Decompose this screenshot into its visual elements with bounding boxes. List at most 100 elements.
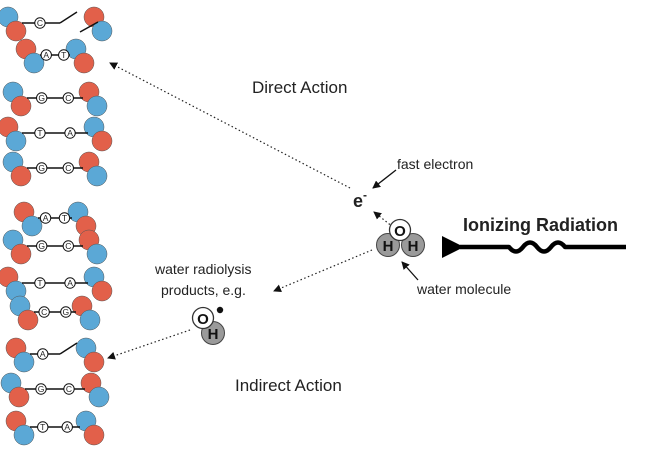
nucleotide-base-circle — [64, 277, 76, 289]
electron-letter: e — [353, 191, 363, 211]
backbone-bead — [23, 52, 45, 74]
nucleotide-base-label: T — [37, 278, 42, 288]
fast-electron-pointer — [372, 169, 397, 189]
nucleotide-base-label: A — [67, 128, 73, 138]
nucleotide-base-circle — [40, 49, 52, 61]
nucleotide-base-circle — [37, 348, 49, 360]
fast-electron-label: fast electron — [397, 156, 473, 172]
ionizing-radiation-arrow — [442, 236, 626, 258]
ionizing-radiation-label: Ionizing Radiation — [463, 215, 618, 235]
radical-oxygen-symbol: O — [197, 311, 209, 328]
backbone-bead — [91, 280, 113, 302]
broken-strand-line — [59, 342, 78, 355]
backbone-bead — [5, 130, 27, 152]
backbone-bead — [83, 424, 105, 446]
backbone-bead — [13, 424, 35, 446]
backbone-bead — [10, 165, 32, 187]
radiolysis-label-line2: products, e.g. — [161, 282, 246, 298]
water-oxygen-symbol: O — [394, 223, 406, 240]
water-molecule: O H H — [376, 218, 425, 257]
nucleotide-base-label: A — [43, 50, 49, 60]
radiolysis-arrow — [273, 249, 373, 292]
water-hydrogen-left-atom — [376, 233, 400, 257]
nucleotide-base-label: T — [40, 422, 45, 432]
nucleotide-base-circle — [34, 17, 46, 29]
water-hydrogen-right-symbol: H — [408, 238, 419, 255]
nucleotide-base-circle — [34, 277, 46, 289]
nucleotide-base-label: T — [37, 128, 42, 138]
nucleotide-base-circle — [36, 92, 48, 104]
nucleotide-base-label: C — [41, 307, 47, 317]
backbone-bead — [86, 243, 108, 265]
backbone-bead — [83, 351, 105, 373]
radiolysis-label-line1: water radiolysis — [154, 261, 251, 277]
nucleotide-base-circle — [39, 212, 52, 224]
nucleotide-base-circle — [38, 306, 50, 318]
backbone-bead — [91, 20, 113, 42]
direct-action-arrow — [109, 62, 351, 189]
radical-oxygen-atom — [191, 306, 215, 330]
nucleotide-base-circle — [34, 127, 46, 139]
water-molecule-pointer — [401, 261, 419, 281]
nucleotide-base-label: C — [65, 241, 71, 251]
strand-break-mark — [79, 21, 99, 33]
nucleotide-base-circle — [36, 162, 48, 174]
electron-symbol: e- — [353, 188, 367, 211]
nucleotide-base-label: C — [65, 93, 71, 103]
nucleotide-base-label: C — [65, 163, 71, 173]
backbone-bead — [91, 130, 113, 152]
nucleotide-base-label: A — [40, 349, 46, 359]
water-molecule-label: water molecule — [416, 281, 511, 297]
backbone-bead — [73, 52, 95, 74]
nucleotide-base-circle — [62, 240, 75, 252]
nucleotide-base-label: T — [61, 50, 66, 60]
nucleotide-base-label: G — [38, 384, 45, 394]
nucleotide-base-circle — [63, 383, 75, 395]
backbone-bead — [10, 95, 32, 117]
backbone-bead — [88, 386, 110, 408]
nucleotide-base-label: A — [67, 278, 73, 288]
water-hydrogen-left-symbol: H — [383, 238, 394, 255]
backbone-bead — [86, 165, 108, 187]
electron-charge: - — [363, 188, 367, 202]
nucleotide-base-circle — [62, 92, 75, 104]
indirect-action-arrow — [107, 329, 191, 360]
water-hydrogen-right-atom — [401, 233, 425, 257]
nucleotide-base-circle — [61, 421, 73, 433]
backbone-bead — [13, 351, 35, 373]
hydroxyl-radical: O H — [191, 306, 225, 345]
backbone-bead — [8, 386, 30, 408]
nucleotide-base-circle — [37, 421, 49, 433]
backbone-bead — [5, 20, 27, 42]
backbone-bead — [10, 243, 32, 265]
nucleotide-base-circle — [64, 127, 76, 139]
nucleotide-base-label: G — [38, 241, 45, 251]
nucleotide-base-label: T — [62, 213, 67, 223]
nucleotide-base-label: C — [37, 18, 43, 28]
indirect-action-label: Indirect Action — [235, 376, 342, 395]
radical-hydrogen-symbol: H — [208, 326, 219, 343]
backbone-bead — [86, 95, 108, 117]
dna-double-helix: C A T G C T A G C A T G C T A C G A G C T A — [0, 6, 113, 446]
backbone-bead — [17, 309, 39, 331]
radical-dot — [216, 306, 224, 314]
nucleotide-base-circle — [36, 240, 48, 252]
direct-action-label: Direct Action — [252, 78, 347, 97]
nucleotide-base-label: A — [64, 422, 70, 432]
broken-strand-line — [59, 11, 78, 24]
nucleotide-base-label: G — [63, 307, 70, 317]
backbone-bead — [79, 309, 101, 331]
backbone-bead — [21, 215, 43, 237]
nucleotide-base-circle — [62, 162, 75, 174]
nucleotide-base-label: C — [66, 384, 72, 394]
nucleotide-base-label: G — [38, 163, 45, 173]
nucleotide-base-circle — [60, 306, 72, 318]
nucleotide-base-label: G — [38, 93, 45, 103]
nucleotide-base-circle — [58, 212, 71, 224]
nucleotide-base-circle — [58, 49, 70, 61]
nucleotide-base-label: A — [43, 213, 49, 223]
electron-arrow — [373, 211, 394, 228]
nucleotide-base-circle — [35, 383, 47, 395]
water-oxygen-atom — [388, 218, 412, 242]
